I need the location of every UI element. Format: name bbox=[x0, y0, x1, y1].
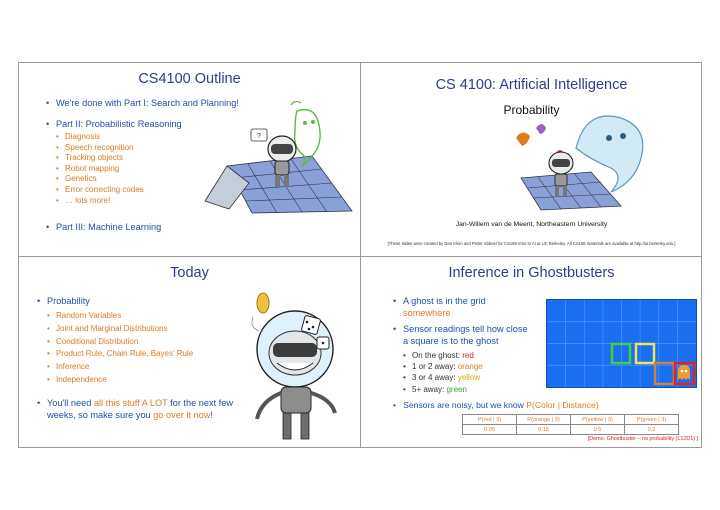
list-item: Random Variables bbox=[47, 310, 247, 323]
table-header-cell: P(orange | 3) bbox=[516, 414, 571, 425]
list-item: Speech recognition bbox=[56, 143, 206, 154]
note-text: for the next few weeks, so make sure you bbox=[47, 397, 233, 421]
item-text: 1 or 2 away: bbox=[412, 362, 458, 372]
sensor-item: Sensor readings tell how close a square i… bbox=[393, 323, 563, 395]
svg-text:?: ? bbox=[257, 133, 261, 140]
part2-sublist: Diagnosis Speech recognition Tracking ob… bbox=[56, 132, 206, 206]
credits-line: [These slides were created by Dan Klein … bbox=[387, 241, 676, 246]
slide-title: CS4100 Outline bbox=[138, 71, 241, 87]
item-text: 3 or 4 away: bbox=[412, 373, 458, 383]
list-item: Inference bbox=[47, 361, 247, 374]
note-text: ! bbox=[210, 410, 213, 421]
part2-list: Part II: Probabilistic Reasoning Diagnos… bbox=[46, 118, 206, 206]
list-item: Joint and Marginal Distributions bbox=[47, 323, 247, 336]
ghost-grid bbox=[546, 299, 697, 388]
study-note: You'll need all this stuff A LOT for the… bbox=[37, 397, 247, 422]
note-text: You'll need bbox=[47, 397, 94, 408]
item-text: Sensor readings tell how close bbox=[403, 324, 528, 334]
table-cell: 0.15 bbox=[516, 424, 571, 435]
list-item: Product Rule, Chain Rule, Bayes' Rule bbox=[47, 348, 247, 361]
red-sensor-cell bbox=[673, 361, 696, 386]
color-word: yellow bbox=[457, 373, 481, 383]
item-emphasis: somewhere bbox=[403, 308, 451, 318]
table-cell: 0.5 bbox=[570, 424, 625, 435]
ghost-location-item: A ghost is in the grid somewhere bbox=[393, 295, 563, 319]
part1-item: We're done with Part I: Search and Plann… bbox=[46, 97, 346, 109]
color-word: green bbox=[446, 384, 467, 394]
part1-list: We're done with Part I: Search and Plann… bbox=[46, 97, 346, 109]
table-cell: 0.05 bbox=[462, 424, 517, 435]
slide-ghostbusters: Inference in Ghostbusters A ghost is in … bbox=[361, 257, 702, 450]
part2-item: Part II: Probabilistic Reasoning Diagnos… bbox=[46, 118, 206, 206]
ghostbuster-illustration bbox=[516, 115, 644, 211]
color-word: red bbox=[462, 351, 474, 360]
item-text: 5+ away: bbox=[412, 384, 447, 394]
robot-dice-illustration bbox=[251, 292, 337, 440]
green-sensor-cell bbox=[610, 342, 632, 365]
demo-link[interactable]: [Demo: Ghostbuster – no probability (L12… bbox=[587, 436, 698, 442]
list-item: 5+ away: green bbox=[403, 384, 563, 395]
list-item: 1 or 2 away: orange bbox=[403, 361, 563, 372]
list-item: Conditional Distribution bbox=[47, 336, 247, 349]
slide-outline: CS4100 Outline We're done with Part I: S… bbox=[19, 63, 360, 256]
probability-item: Probability Random Variables Joint and M… bbox=[37, 295, 247, 387]
list-item: Robot mapping bbox=[56, 164, 206, 175]
noise-note: • Sensors are noisy, but we know P(Color… bbox=[393, 400, 599, 410]
slide-title: Today bbox=[170, 265, 209, 281]
robot-map-illustration: ? bbox=[204, 101, 353, 214]
table-row: 0.05 0.15 0.5 0.3 bbox=[462, 424, 679, 435]
note-emphasis: P(Color | Distance) bbox=[526, 400, 599, 410]
orange-sensor-cell bbox=[653, 361, 676, 386]
sensor-probability-table: P(red | 3) P(orange | 3) P(yellow | 3) P… bbox=[462, 414, 679, 435]
table-header-cell: P(yellow | 3) bbox=[570, 414, 625, 425]
table-row: P(red | 3) P(orange | 3) P(yellow | 3) P… bbox=[462, 414, 679, 425]
probability-label: Probability bbox=[47, 296, 90, 306]
slide-title: CS 4100: Artificial Intelligence bbox=[435, 77, 628, 93]
list-item: … lots more! bbox=[56, 196, 206, 207]
table-cell: 0.3 bbox=[624, 424, 679, 435]
ghost-grid-svg bbox=[547, 300, 696, 387]
horizontal-divider bbox=[19, 256, 701, 257]
slide-title: Inference in Ghostbusters bbox=[448, 265, 615, 281]
part2-label: Part II: Probabilistic Reasoning bbox=[56, 119, 182, 129]
item-text: On the ghost: bbox=[412, 351, 463, 360]
vertical-divider bbox=[360, 63, 361, 447]
item-text: a square is to the ghost bbox=[403, 336, 499, 346]
part3-item: Part III: Machine Learning bbox=[46, 221, 246, 233]
list-item: 3 or 4 away: yellow bbox=[403, 372, 563, 383]
list-item: Error correcting codes bbox=[56, 185, 206, 196]
list-item: Diagnosis bbox=[56, 132, 206, 143]
slide-today: Today Probability Random Variables Joint… bbox=[19, 257, 360, 450]
list-item: Genetics bbox=[56, 174, 206, 185]
note-text: Sensors are noisy, but we know bbox=[403, 400, 527, 410]
part3-list: Part III: Machine Learning bbox=[46, 221, 246, 233]
note-emphasis: all this stuff A LOT bbox=[93, 397, 168, 408]
slide-subtitle: Probability bbox=[503, 103, 560, 117]
yellow-sensor-cell bbox=[634, 342, 656, 365]
ghost-icon bbox=[678, 365, 690, 380]
slide-title-page: CS 4100: Artificial Intelligence Probabi… bbox=[361, 63, 702, 256]
list-item: Independence bbox=[47, 374, 247, 387]
table-header-cell: P(red | 3) bbox=[462, 414, 517, 425]
list-item: Tracking objects bbox=[56, 153, 206, 164]
sensor-sublist: On the ghost: red 1 or 2 away: orange 3 … bbox=[403, 350, 563, 395]
item-text: A ghost is in the grid bbox=[403, 296, 486, 306]
note-emphasis: go over it now bbox=[153, 410, 211, 421]
today-list: Probability Random Variables Joint and M… bbox=[37, 295, 247, 422]
color-word: orange bbox=[457, 362, 483, 372]
bullet-dot: • bbox=[393, 400, 404, 410]
probability-sublist: Random Variables Joint and Marginal Dist… bbox=[47, 310, 247, 387]
handout-sheet: CS4100 Outline We're done with Part I: S… bbox=[18, 62, 702, 448]
list-item: On the ghost: red bbox=[403, 350, 563, 361]
table-header-cell: P(green | 3) bbox=[624, 414, 679, 425]
ghost-list: A ghost is in the grid somewhere Sensor r… bbox=[393, 295, 563, 399]
author-line: Jan-Willem van de Meent, Northeastern Un… bbox=[455, 221, 608, 228]
